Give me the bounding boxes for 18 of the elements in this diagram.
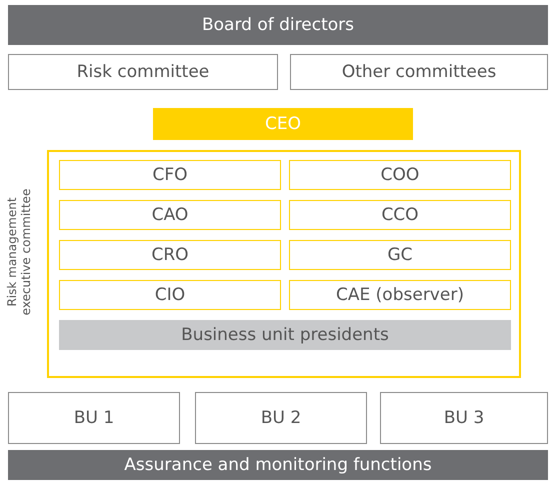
side-heading: Risk management executive committee	[5, 188, 33, 318]
role-box: CCO	[289, 200, 511, 230]
role-box: CAE (observer)	[289, 280, 511, 310]
header-bar: Board of directors	[8, 5, 548, 45]
role-box: CFO	[59, 160, 281, 190]
footer-bar: Assurance and monitoring functions	[8, 450, 548, 480]
committee-box: Risk committee	[8, 54, 278, 90]
role-box: GC	[289, 240, 511, 270]
ceo-bar: CEO	[153, 108, 413, 140]
committee-box: Other committees	[290, 54, 548, 90]
business-unit-box: BU 1	[8, 392, 180, 444]
role-box: CAO	[59, 200, 281, 230]
business-unit-box: BU 2	[195, 392, 367, 444]
role-box: COO	[289, 160, 511, 190]
role-box: CIO	[59, 280, 281, 310]
business-unit-box: BU 3	[380, 392, 548, 444]
presidents-bar: Business unit presidents	[59, 320, 511, 350]
role-box: CRO	[59, 240, 281, 270]
